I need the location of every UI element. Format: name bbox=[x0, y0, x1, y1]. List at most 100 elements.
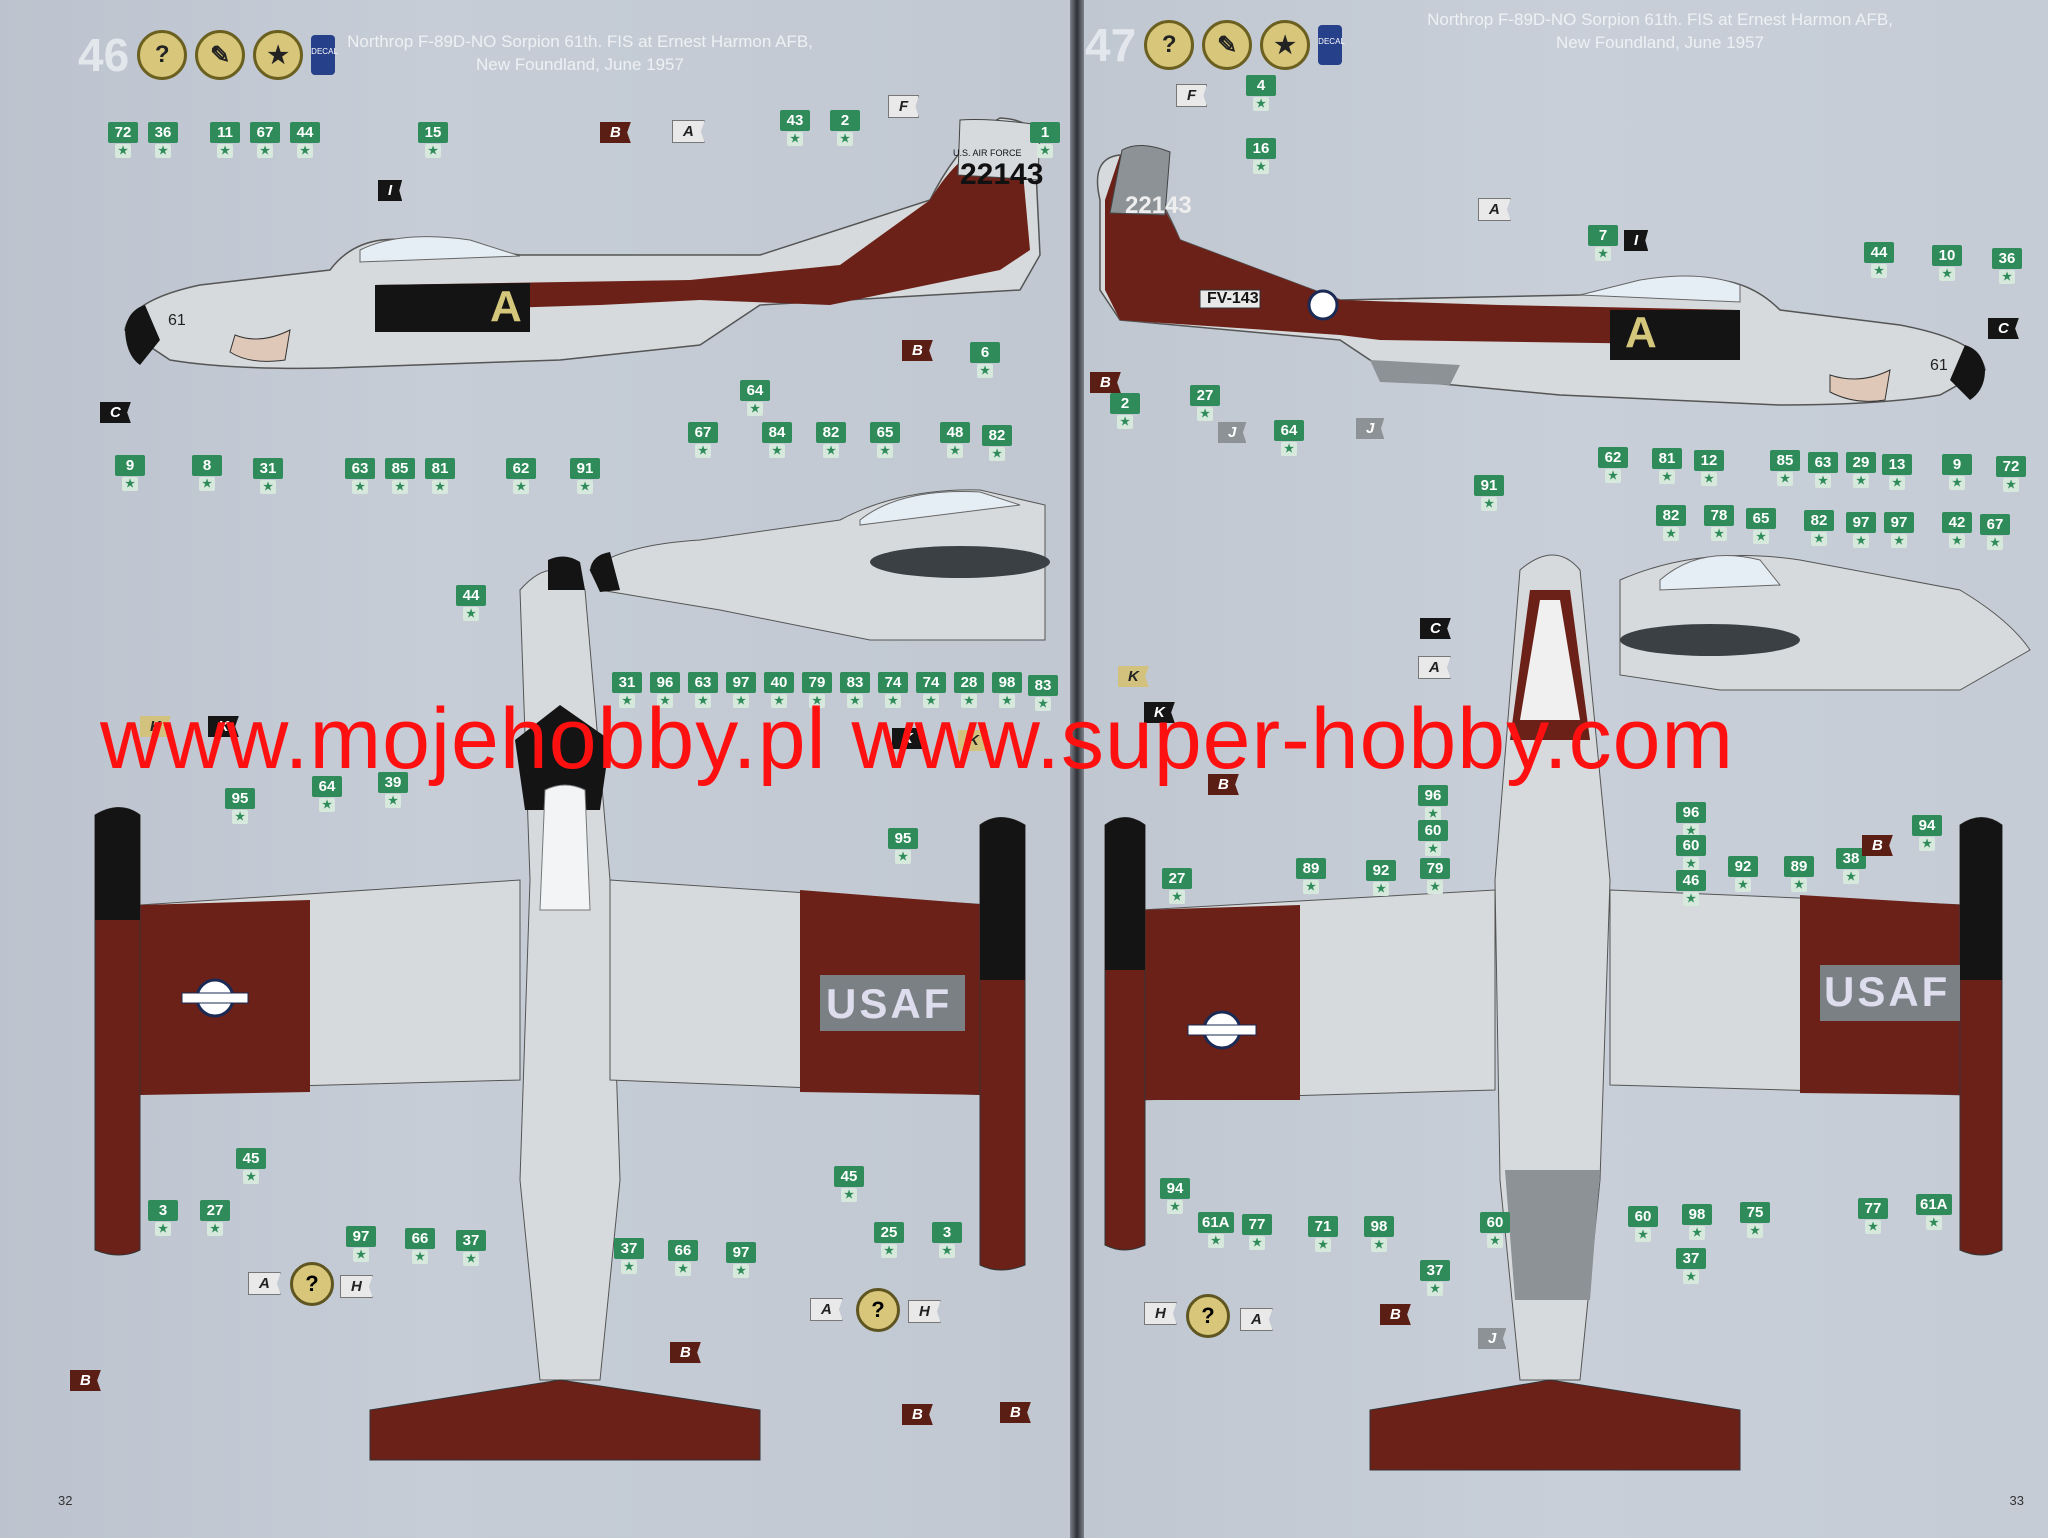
callout-flag: A bbox=[1418, 656, 1451, 679]
decal-tag: 31 bbox=[253, 458, 283, 479]
decal-tag: 98 bbox=[1682, 1204, 1712, 1225]
decal-tag: 67 bbox=[688, 422, 718, 443]
decal-tag: 45 bbox=[236, 1148, 266, 1169]
decal-tag: 60 bbox=[1418, 820, 1448, 841]
callout-flag: H bbox=[908, 1300, 941, 1323]
decal-tag: 82 bbox=[1656, 505, 1686, 526]
decal-tag: 82 bbox=[1804, 510, 1834, 531]
decal-placement-icon: ★ bbox=[253, 30, 304, 80]
decal-tag: 67 bbox=[1980, 514, 2010, 535]
brush-icon: ✎ bbox=[1202, 20, 1253, 70]
callout-flag: K bbox=[958, 730, 989, 751]
right-side-profile bbox=[1096, 145, 1986, 406]
fuselage-letter-right: A bbox=[1625, 308, 1657, 357]
decal-tag: 95 bbox=[225, 788, 255, 809]
decal-placement-icon: ★ bbox=[1260, 20, 1311, 70]
callout-flag: F bbox=[1176, 84, 1208, 107]
decal-tag: 65 bbox=[870, 422, 900, 443]
decal-tag: 16 bbox=[1246, 138, 1276, 159]
callout-flag: B bbox=[902, 1404, 933, 1425]
question-icon: ? bbox=[1144, 20, 1195, 70]
fuselage-letter-left: A bbox=[490, 282, 522, 331]
question-icon: ? bbox=[290, 1262, 334, 1306]
decal-tag: 45 bbox=[834, 1166, 864, 1187]
decal-tag: 4 bbox=[1246, 75, 1276, 96]
decal-tag: 46 bbox=[1676, 870, 1706, 891]
tail-serial-left: 22143 bbox=[960, 158, 1044, 191]
decal-tag: 91 bbox=[1474, 475, 1504, 496]
decal-tag: 27 bbox=[1162, 868, 1192, 889]
left-fuselage-detail bbox=[589, 489, 1050, 641]
decal-tag: 44 bbox=[456, 585, 486, 606]
decal-bottle-icon: DECAL bbox=[311, 35, 338, 75]
callout-flag: C bbox=[1988, 318, 2019, 339]
callout-flag: B bbox=[1862, 835, 1893, 856]
decal-tag: 77 bbox=[1858, 1198, 1888, 1219]
watermark: www.mojehobby.pl www.super-hobby.com bbox=[100, 691, 1735, 787]
decal-tag: 63 bbox=[345, 458, 375, 479]
tail-serial-right: 22143 bbox=[1125, 192, 1192, 219]
right-planform bbox=[1104, 554, 2003, 1471]
decal-tag: 91 bbox=[570, 458, 600, 479]
wing-usaf-left: USAF bbox=[826, 980, 953, 1027]
decal-tag: 83 bbox=[1028, 675, 1058, 696]
decal-tag: 97 bbox=[1846, 512, 1876, 533]
decal-tag: 29 bbox=[1846, 452, 1876, 473]
right-title-line1: Northrop F-89D-NO Sorpion 61th. FIS at E… bbox=[1427, 10, 1893, 29]
tail-text-left: U.S. AIR FORCE bbox=[953, 148, 1022, 158]
decal-tag: 10 bbox=[1932, 245, 1962, 266]
callout-flag: A bbox=[248, 1272, 281, 1295]
decal-tag: 82 bbox=[982, 425, 1012, 446]
decal-tag: 61A bbox=[1198, 1212, 1234, 1233]
decal-tag: 98 bbox=[1364, 1216, 1394, 1237]
question-icon: ? bbox=[1186, 1294, 1230, 1338]
decal-tag: 85 bbox=[1770, 450, 1800, 471]
decal-tag: 64 bbox=[740, 380, 770, 401]
decal-tag: 63 bbox=[688, 672, 718, 693]
decal-tag: 31 bbox=[612, 672, 642, 693]
callout-flag: K bbox=[140, 716, 171, 737]
left-header: 46 ? ✎ ★ DECAL bbox=[78, 28, 338, 82]
decal-tag: 60 bbox=[1676, 835, 1706, 856]
decal-tag: 2 bbox=[1110, 393, 1140, 414]
decal-tag: 64 bbox=[1274, 420, 1304, 441]
decal-tag: 13 bbox=[1882, 454, 1912, 475]
decal-tag: 65 bbox=[1746, 508, 1776, 529]
decal-tag: 27 bbox=[1190, 385, 1220, 406]
callout-flag: J bbox=[1478, 1328, 1507, 1349]
callout-flag: A bbox=[1478, 198, 1511, 221]
decal-tag: 37 bbox=[456, 1230, 486, 1251]
decal-tag: 95 bbox=[888, 828, 918, 849]
left-side-profile bbox=[124, 117, 1041, 370]
callout-flag: H bbox=[1144, 1302, 1177, 1325]
right-page-number: 33 bbox=[2009, 1493, 2024, 1508]
callout-flag: B bbox=[1208, 774, 1239, 795]
callout-flag: C bbox=[100, 402, 131, 423]
decal-tag: 3 bbox=[932, 1222, 962, 1243]
nose-number-left: 61 bbox=[168, 312, 186, 329]
decal-tag: 42 bbox=[1942, 512, 1972, 533]
decal-tag: 89 bbox=[1784, 856, 1814, 877]
decal-tag: 89 bbox=[1296, 858, 1326, 879]
decal-tag: 96 bbox=[1418, 785, 1448, 806]
question-icon: ? bbox=[137, 30, 188, 80]
decal-tag: 66 bbox=[668, 1240, 698, 1261]
callout-flag: C bbox=[1420, 618, 1451, 639]
decal-tag: 98 bbox=[992, 672, 1022, 693]
decal-tag: 77 bbox=[1242, 1214, 1272, 1235]
decal-tag: 39 bbox=[378, 772, 408, 793]
nose-number-right: 61 bbox=[1930, 357, 1948, 374]
callout-flag: I bbox=[1624, 230, 1649, 251]
decal-tag: 61A bbox=[1916, 1194, 1952, 1215]
callout-flag: A bbox=[672, 120, 705, 143]
decal-tag: 72 bbox=[1996, 456, 2026, 477]
callout-flag: B bbox=[600, 122, 631, 143]
decal-tag: 78 bbox=[1704, 505, 1734, 526]
book-gutter bbox=[1070, 0, 1084, 1538]
decal-tag: 37 bbox=[614, 1238, 644, 1259]
callout-flag: J bbox=[1218, 422, 1247, 443]
callout-flag: H bbox=[340, 1275, 373, 1298]
decal-bottle-icon: DECAL bbox=[1318, 25, 1345, 65]
decal-tag: 92 bbox=[1366, 860, 1396, 881]
decal-tag: 81 bbox=[425, 458, 455, 479]
